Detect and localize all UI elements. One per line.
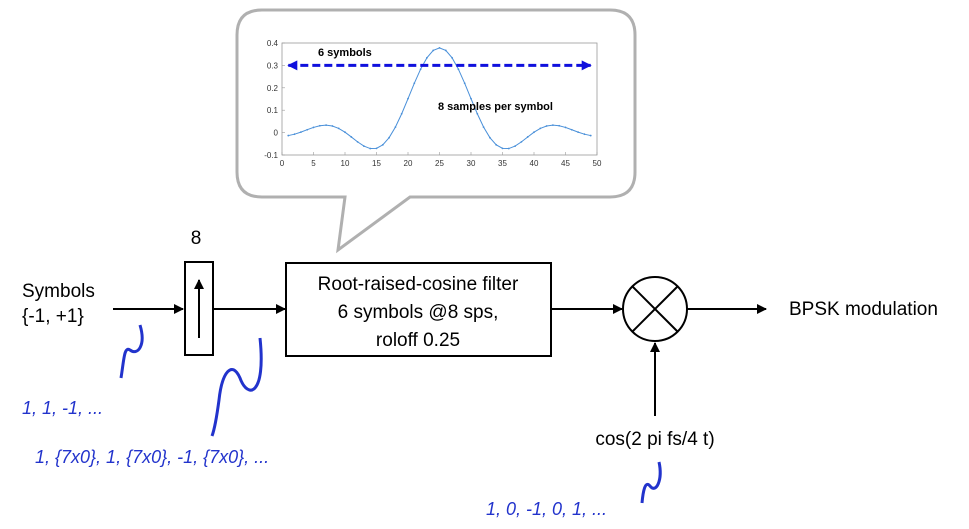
x-tick-label: 5: [311, 159, 316, 168]
input-label-alphabet: {-1, +1}: [22, 306, 84, 327]
rrc-sample-point: [400, 112, 403, 115]
rrc-sample-point: [570, 128, 573, 131]
rrc-sample-point: [533, 131, 535, 134]
rrc-sample-point: [419, 68, 422, 71]
rrc-filter-block: [285, 262, 552, 357]
rrc-sample-point: [394, 126, 397, 129]
rrc-sample-point: [337, 127, 340, 130]
rrc-sample-point: [545, 125, 548, 127]
rrc-sample-point: [476, 112, 479, 115]
filter-title: Root-raised-cosine filter: [318, 274, 519, 295]
upsampled-sequence: 1, {7x0}, 1, {7x0}, -1, {7x0}, ...: [35, 447, 269, 467]
rrc-sample-point: [350, 136, 353, 138]
rrc-sample-point: [495, 143, 498, 146]
rrc-sample-point: [363, 145, 365, 148]
rrc-sample-point: [489, 136, 491, 139]
rrc-sample-point: [331, 125, 334, 127]
y-tick-label: 0.3: [267, 61, 279, 70]
rrc-sample-point: [438, 47, 441, 49]
upsample-factor: 8: [191, 228, 202, 249]
rrc-sample-point: [432, 49, 435, 52]
x-tick-label: 40: [530, 159, 539, 168]
upsampled-seq-squiggle: [210, 337, 263, 437]
rrc-sample-point: [482, 126, 485, 129]
input-seq-squiggle: [119, 324, 144, 379]
rrc-sample-point: [388, 136, 390, 139]
filter-span: 6 symbols @8 sps,: [338, 302, 499, 323]
rrc-sample-point: [407, 97, 409, 100]
y-tick-label: 0.1: [267, 106, 279, 115]
rrc-sample-point: [375, 147, 378, 150]
rrc-sample-point: [470, 97, 472, 100]
x-tick-label: 45: [561, 159, 570, 168]
x-tick-label: 30: [467, 159, 476, 168]
rate-annotation: 8 samples per symbol: [438, 101, 553, 113]
y-tick-label: 0: [274, 129, 279, 138]
plot-area: [281, 42, 598, 156]
span-annotation: 6 symbols: [318, 47, 372, 59]
x-tick-label: 25: [435, 159, 444, 168]
input-label-symbols: Symbols: [22, 281, 95, 302]
x-tick-label: 15: [372, 159, 381, 168]
rrc-sample-point: [325, 124, 327, 127]
rrc-sample-point: [413, 82, 416, 85]
carrier-sequence: 1, 0, -1, 0, 1, ...: [486, 499, 607, 519]
y-tick-label: 0.4: [267, 39, 279, 48]
rrc-sample-point: [507, 147, 510, 150]
y-tick-label: 0.2: [267, 84, 279, 93]
rrc-sample-point: [577, 131, 579, 134]
rrc-sample-point: [526, 136, 529, 138]
rrc-sample-point: [564, 126, 567, 129]
x-tick-label: 20: [404, 159, 413, 168]
rrc-sample-point: [520, 141, 523, 143]
rrc-sample-point: [318, 124, 321, 127]
input-sequence: 1, 1, -1, ...: [22, 398, 103, 418]
rrc-sample-point: [287, 134, 290, 137]
rrc-sample-point: [451, 56, 453, 59]
rrc-sample-point: [514, 145, 516, 148]
rrc-sample-point: [356, 141, 359, 143]
rrc-sample-point: [293, 133, 296, 136]
rrc-sample-point: [344, 131, 346, 134]
rrc-sample-point: [583, 133, 586, 136]
carrier-seq-squiggle: [640, 461, 662, 504]
carrier-label: cos(2 pi fs/4 t): [595, 429, 714, 450]
output-label: BPSK modulation: [789, 299, 938, 320]
rrc-sample-point: [558, 124, 561, 127]
rrc-sample-point: [539, 127, 542, 130]
multiply-icon: [632, 286, 678, 332]
rrc-sample-point: [369, 147, 372, 150]
rrc-sample-point: [552, 124, 554, 127]
rrc-sample-point: [312, 126, 315, 129]
rrc-sample-point: [457, 68, 460, 71]
x-tick-label: 0: [280, 159, 285, 168]
rrc-sample-point: [300, 131, 302, 134]
x-tick-label: 35: [498, 159, 507, 168]
x-tick-label: 10: [341, 159, 350, 168]
rrc-sample-point: [501, 147, 504, 150]
x-tick-label: 50: [593, 159, 602, 168]
rrc-sample-point: [463, 82, 466, 85]
rrc-sample-point: [426, 56, 428, 59]
rrc-sample-point: [306, 128, 309, 131]
rrc-sample-point: [589, 134, 592, 137]
rrc-sample-point: [444, 49, 447, 52]
filter-rolloff: roloff 0.25: [376, 330, 460, 351]
y-tick-label: -0.1: [264, 151, 278, 160]
rrc-sample-point: [381, 143, 384, 146]
